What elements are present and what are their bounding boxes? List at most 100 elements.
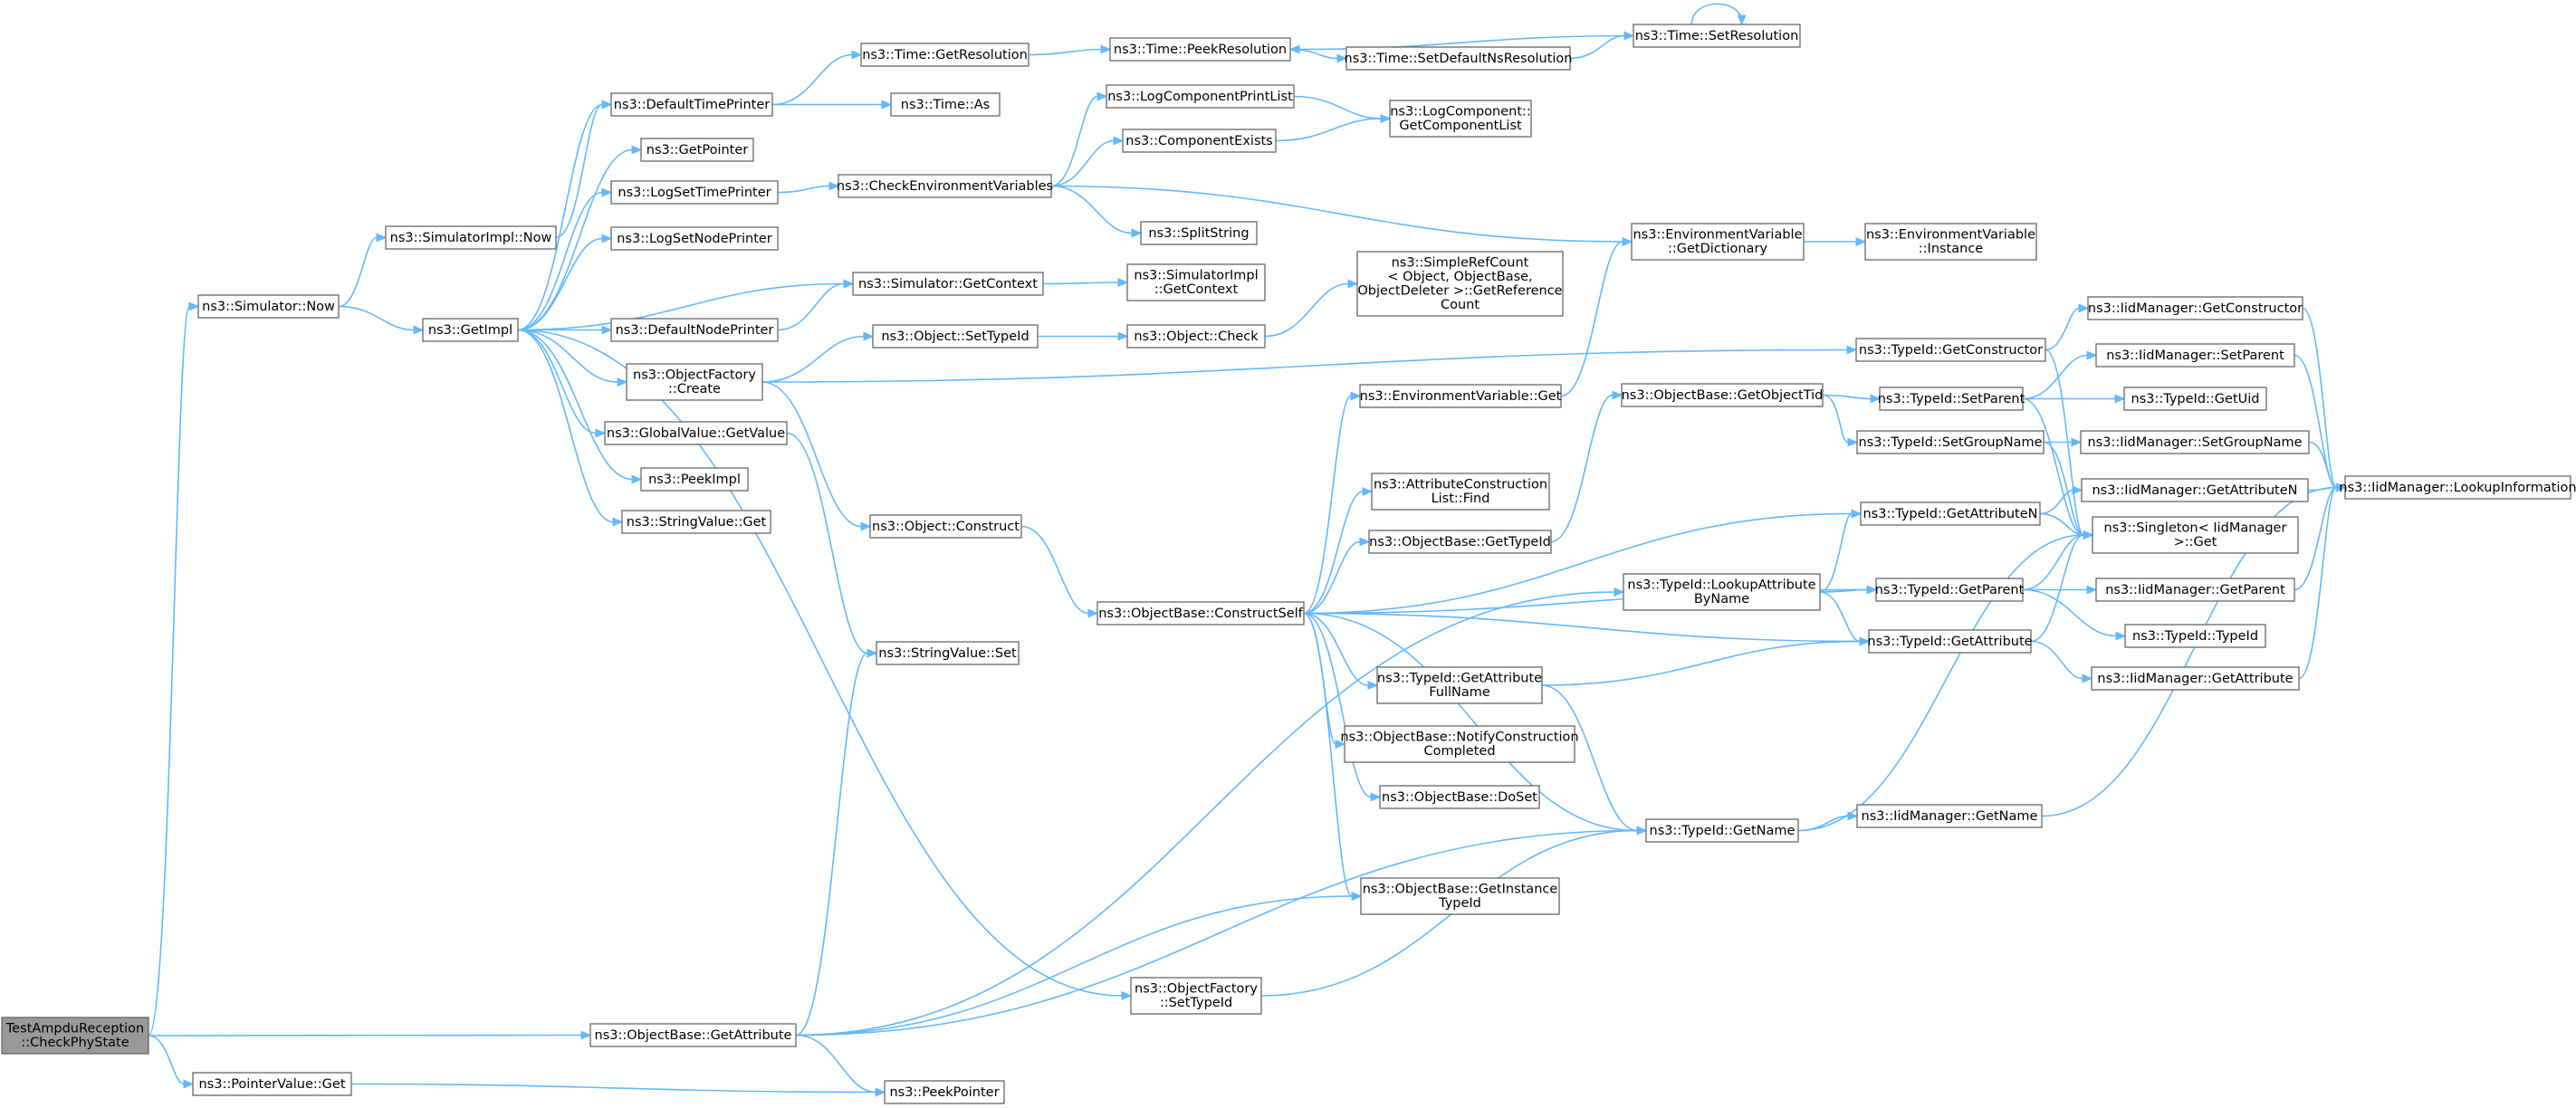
node-iidGetParent[interactable]: ns3::IidManager::GetParent — [2095, 578, 2295, 602]
node-iidSetGroupName[interactable]: ns3::IidManager::SetGroupName — [2080, 430, 2310, 454]
edge-line — [1042, 282, 1119, 285]
node-obGetTypeId[interactable]: ns3::ObjectBase::GetTypeId — [1368, 530, 1552, 554]
arrow-head-icon — [2072, 485, 2083, 495]
node-iidSetParent[interactable]: ns3::IidManager::SetParent — [2095, 343, 2295, 368]
node-obGetObjectTid[interactable]: ns3::ObjectBase::GetObjectTid — [1621, 383, 1824, 407]
node-tidGetParent[interactable]: ns3::TypeId::GetParent — [1875, 578, 2025, 602]
edge-line — [1797, 534, 2084, 832]
node-obConstructSelf[interactable]: ns3::ObjectBase::ConstructSelf — [1096, 601, 1305, 626]
node-tidGetAttributeN[interactable]: ns3::TypeId::GetAttributeN — [1860, 501, 2041, 526]
arrow-head-icon — [1622, 237, 1633, 246]
node-logCompGetList[interactable]: ns3::LogComponent::GetComponentList — [1389, 100, 1532, 138]
edge-obConstructSelf-to-tidGetAttrFullName — [1303, 612, 1379, 690]
node-peekPointer[interactable]: ns3::PeekPointer — [884, 1080, 1005, 1104]
node-simpleRefCount[interactable]: ns3::SimpleRefCount< Object, ObjectBase,… — [1356, 251, 1564, 317]
node-tidGetAttribute[interactable]: ns3::TypeId::GetAttribute — [1867, 629, 2033, 654]
node-label: FullName — [1429, 685, 1490, 700]
node-objSetTypeId[interactable]: ns3::Object::SetTypeId — [872, 324, 1039, 349]
node-label: ns3::Time::SetDefaultNsResolution — [1345, 52, 1573, 66]
node-timeSetDefNs[interactable]: ns3::Time::SetDefaultNsResolution — [1345, 46, 1573, 71]
arrow-head-icon — [1117, 331, 1129, 341]
node-obDoSet[interactable]: ns3::ObjectBase::DoSet — [1379, 785, 1540, 809]
node-label: ns3::EnvironmentVariable::Get — [1360, 389, 1562, 404]
edge-obConstructSelf-to-tidGetAttribute — [1303, 612, 1871, 646]
edge-line — [2022, 588, 2117, 637]
node-label: Completed — [1423, 744, 1495, 759]
arrow-head-icon — [413, 325, 425, 335]
node-strValSet[interactable]: ns3::StringValue::Set — [876, 641, 1020, 665]
node-timeSetRes[interactable]: ns3::Time::SetResolution — [1633, 24, 1801, 48]
node-simImplNow[interactable]: ns3::SimulatorImpl::Now — [385, 225, 557, 250]
edge-getImpl-to-strValGet — [517, 329, 624, 527]
node-singletonGet[interactable]: ns3::Singleton< IidManager>::Get — [2092, 516, 2299, 554]
node-label: ns3::IidManager::LookupInformation — [2339, 481, 2576, 495]
node-box — [1368, 530, 1552, 554]
edge-simImplNow-to-defTimePrinter — [555, 100, 613, 239]
arrow-head-icon — [2083, 530, 2094, 540]
node-ptrValGet[interactable]: ns3::PointerValue::Get — [192, 1072, 352, 1096]
node-tidTypeId[interactable]: ns3::TypeId::TypeId — [2124, 624, 2266, 648]
node-tidGetUid[interactable]: ns3::TypeId::GetUid — [2123, 387, 2267, 411]
node-simImplGetContext[interactable]: ns3::SimulatorImpl::GetContext — [1126, 263, 1266, 301]
node-timeAs[interactable]: ns3::Time::As — [890, 92, 1001, 117]
node-logCompPrint[interactable]: ns3::LogComponentPrintList — [1106, 84, 1295, 109]
node-root[interactable]: TestAmpduReception::CheckPhyState — [1, 1017, 149, 1055]
node-peekImpl[interactable]: ns3::PeekImpl — [640, 467, 749, 492]
node-defTimePrinter[interactable]: ns3::DefaultTimePrinter — [610, 92, 773, 117]
edge-tidLookupAttr-to-tidGetParent — [1819, 585, 1878, 595]
node-box — [640, 467, 749, 492]
node-iidGetName[interactable]: ns3::IidManager::GetName — [1856, 804, 2043, 828]
node-label: ns3::EnvironmentVariable — [1633, 228, 1802, 243]
node-label: ns3::GetPointer — [646, 143, 749, 158]
node-getPointer[interactable]: ns3::GetPointer — [640, 138, 754, 162]
node-splitString[interactable]: ns3::SplitString — [1140, 221, 1258, 245]
edge-tidGetAttribute-to-iidGetAttribute — [2030, 640, 2093, 683]
node-timePeekRes[interactable]: ns3::Time::PeekResolution — [1109, 37, 1291, 62]
node-logSetTimePrinter[interactable]: ns3::LogSetTimePrinter — [610, 180, 779, 205]
node-envGet[interactable]: ns3::EnvironmentVariable::Get — [1359, 384, 1562, 408]
node-tidSetGroupName[interactable]: ns3::TypeId::SetGroupName — [1856, 430, 2045, 454]
node-iidLookupInfo[interactable]: ns3::IidManager::LookupInformation — [2339, 475, 2576, 500]
node-box — [1371, 473, 1550, 511]
node-simNow[interactable]: ns3::Simulator::Now — [197, 294, 340, 319]
node-box — [610, 180, 779, 205]
node-tidGetConstructor[interactable]: ns3::TypeId::GetConstructor — [1855, 338, 2046, 362]
node-gvGetValue[interactable]: ns3::GlobalValue::GetValue — [604, 421, 788, 445]
node-checkEnv[interactable]: ns3::CheckEnvironmentVariables — [837, 174, 1053, 198]
node-getImpl[interactable]: ns3::GetImpl — [422, 318, 519, 342]
node-objFactoryCreate[interactable]: ns3::ObjectFactory::Create — [626, 363, 763, 401]
edge-line — [1797, 815, 1849, 832]
edge-line — [517, 329, 614, 523]
node-iidGetAttribute[interactable]: ns3::IidManager::GetAttribute — [2091, 666, 2300, 691]
node-obNotifyConstr[interactable]: ns3::ObjectBase::NotifyConstructionCompl… — [1340, 725, 1579, 763]
arrow-head-icon — [1846, 345, 1858, 355]
node-objConstruct[interactable]: ns3::Object::Construct — [869, 514, 1022, 539]
node-logSetNodePrinter[interactable]: ns3::LogSetNodePrinter — [610, 226, 779, 251]
node-ofSetTypeId[interactable]: ns3::ObjectFactory::SetTypeId — [1130, 977, 1262, 1015]
edge-obGetObjectTid-to-tidSetParent — [1822, 394, 1882, 404]
node-iidGetConstructor[interactable]: ns3::IidManager::GetConstructor — [2087, 296, 2303, 320]
arrow-head-icon — [1380, 114, 1392, 123]
node-defNodePrinter[interactable]: ns3::DefaultNodePrinter — [610, 318, 779, 342]
node-timeGetRes[interactable]: ns3::Time::GetResolution — [860, 43, 1029, 67]
node-tidGetName[interactable]: ns3::TypeId::GetName — [1645, 818, 1799, 843]
node-box — [2081, 478, 2309, 502]
node-tidSetParent[interactable]: ns3::TypeId::SetParent — [1878, 387, 2025, 411]
node-simGetContext[interactable]: ns3::Simulator::GetContext — [852, 272, 1044, 296]
call-graph-nodes: TestAmpduReception::CheckPhyState ns3::Si… — [1, 24, 2576, 1104]
node-box — [1631, 223, 1805, 261]
arrow-head-icon — [867, 648, 878, 658]
edge-line — [517, 329, 618, 383]
node-iidGetAttributeN[interactable]: ns3::IidManager::GetAttributeN — [2081, 478, 2309, 502]
node-envInstance[interactable]: ns3::EnvironmentVariable::Instance — [1864, 223, 2037, 261]
node-objCheck[interactable]: ns3::Object::Check — [1126, 324, 1266, 349]
node-compExists[interactable]: ns3::ComponentExists — [1122, 129, 1277, 153]
node-strValGet[interactable]: ns3::StringValue::Get — [621, 510, 771, 534]
node-obGetAttribute[interactable]: ns3::ObjectBase::GetAttribute — [589, 1023, 797, 1047]
node-label: ns3::TypeId::GetAttribute — [1867, 635, 2032, 649]
node-envGetDict[interactable]: ns3::EnvironmentVariable::GetDictionary — [1631, 223, 1805, 261]
